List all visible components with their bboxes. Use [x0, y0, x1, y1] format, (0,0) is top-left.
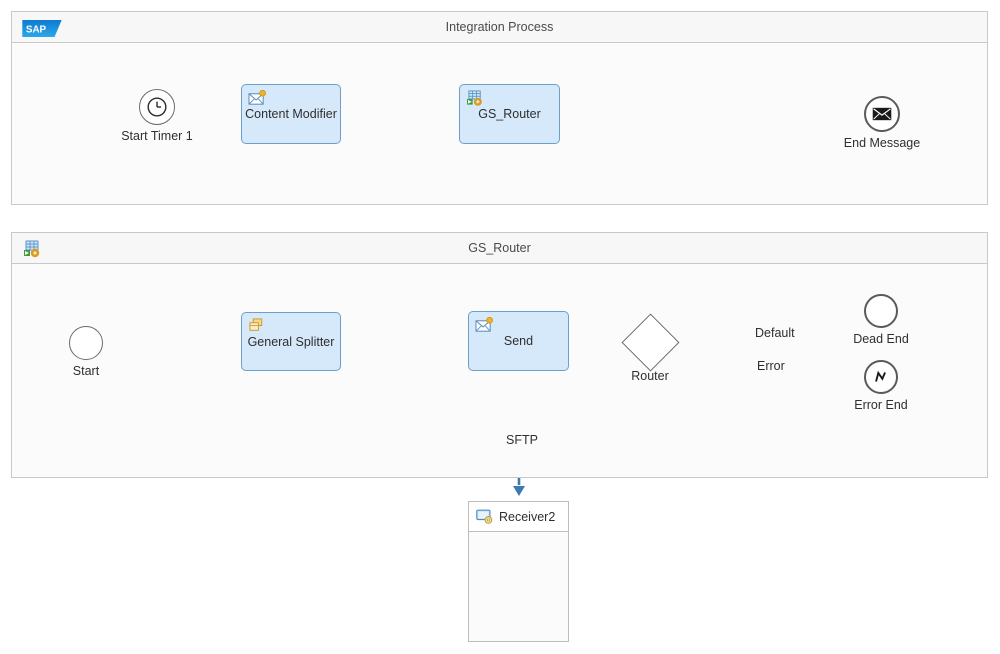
- error-bolt-icon: [875, 370, 886, 382]
- label-gs-router-task: GS_Router: [478, 107, 541, 121]
- svg-text:SAP: SAP: [26, 25, 47, 36]
- caption-start-timer-1: Start Timer 1: [121, 129, 193, 143]
- node-send[interactable]: Send: [468, 311, 569, 371]
- node-general-splitter[interactable]: General Splitter: [241, 312, 341, 371]
- edge-label-sftp: SFTP: [506, 433, 538, 447]
- caption-end-message: End Message: [843, 136, 921, 150]
- sap-logo: SAP: [22, 20, 62, 37]
- pool-header-integration-process: SAP Integration Process: [12, 12, 987, 43]
- edge-label-error: Error: [757, 359, 785, 373]
- node-router-gateway[interactable]: [621, 313, 680, 372]
- caption-error-end: Error End: [854, 398, 908, 412]
- start-event-shape[interactable]: [69, 326, 103, 360]
- receiver-screen-icon: [476, 509, 493, 525]
- edge-label-default: Default: [755, 326, 795, 340]
- start-timer-event-shape[interactable]: [139, 89, 175, 125]
- envelope-filled-icon: [872, 107, 892, 121]
- node-dead-end[interactable]: [864, 294, 898, 328]
- error-end-event-shape[interactable]: [864, 360, 898, 394]
- node-receiver2[interactable]: Receiver2: [468, 501, 569, 642]
- exclusive-gateway-shape[interactable]: [621, 313, 680, 372]
- router-grid-icon: [466, 90, 485, 107]
- pool-header-gs-router: GS_Router: [12, 233, 987, 264]
- node-start-timer-1[interactable]: [139, 89, 175, 125]
- label-general-splitter: General Splitter: [247, 334, 335, 349]
- node-error-end[interactable]: [864, 360, 898, 394]
- node-gs-router-task[interactable]: GS_Router: [459, 84, 560, 144]
- envelope-modify-icon: [475, 316, 494, 334]
- timer-icon: [147, 97, 167, 117]
- router-grid-icon: [23, 240, 41, 258]
- node-content-modifier[interactable]: Content Modifier: [241, 84, 341, 144]
- splitter-icon: [248, 318, 267, 335]
- node-start[interactable]: [69, 326, 103, 360]
- caption-start: Start: [72, 364, 100, 378]
- label-send: Send: [503, 334, 534, 348]
- caption-dead-end: Dead End: [853, 332, 909, 346]
- node-end-message[interactable]: [864, 96, 900, 132]
- label-content-modifier: Content Modifier: [245, 107, 337, 121]
- dead-end-event-shape[interactable]: [864, 294, 898, 328]
- receiver2-header: Receiver2: [469, 502, 568, 532]
- caption-router: Router: [631, 369, 669, 383]
- envelope-modify-icon: [248, 89, 267, 107]
- end-message-event-shape[interactable]: [864, 96, 900, 132]
- pool-title-gs-router: GS_Router: [468, 241, 531, 255]
- pool-title-integration-process: Integration Process: [445, 20, 554, 34]
- receiver2-title: Receiver2: [499, 510, 556, 524]
